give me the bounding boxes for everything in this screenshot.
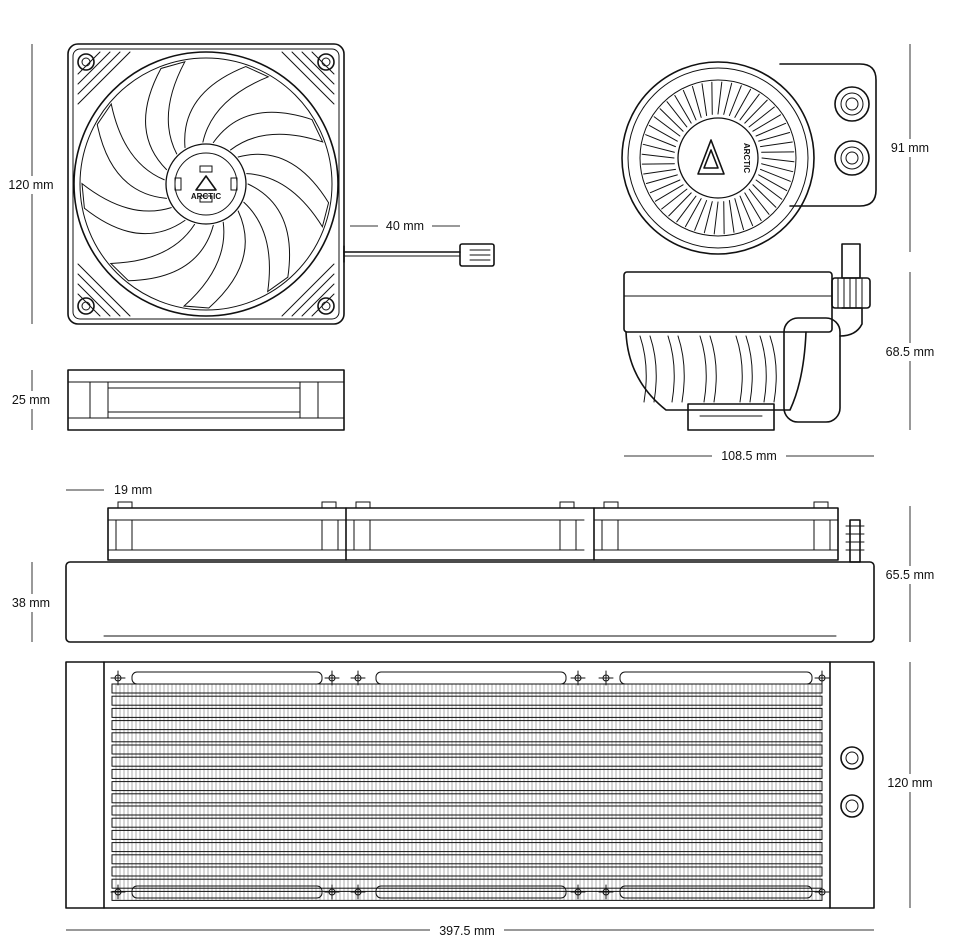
dim-pump-total-height-label: 68.5 mm [886,345,935,359]
dim-fan-height: 120 mm [4,44,58,324]
pump-port-bottom [834,140,870,176]
dim-pump-total-height: 68.5 mm [882,272,954,430]
dim-fan-thickness: 25 mm [4,370,58,430]
pump-top-view: ARCTIC [621,61,877,255]
radiator-port-top [840,746,864,770]
fan-side-view [67,369,345,431]
dim-radiator-thickness-label: 38 mm [12,596,50,610]
fan-connector [459,243,495,267]
dim-radiator-height: 120 mm [882,662,938,908]
dim-pump-width-label: 108.5 mm [721,449,777,463]
dim-radiator-with-fans-thickness: 65.5 mm [882,506,954,642]
radiator-fan-slots [131,671,813,899]
pump-side-fan-blades [639,335,777,403]
fan-front-view: ARCTIC [67,43,495,325]
dim-pump-block-height: 91 mm [884,44,934,252]
dim-pump-block-height-label: 91 mm [891,141,929,155]
radiator-front-view [65,661,875,909]
dim-fan-offset-label: 19 mm [114,483,152,497]
dim-fan-offset: 19 mm [66,483,152,497]
radiator-barb-fitting [849,519,861,563]
radiator-fins [111,683,823,901]
radiator-mount-holes [110,670,830,900]
fan-corner-grilles [77,51,335,317]
dim-radiator-thickness: 38 mm [4,562,58,642]
arctic-logo-icon [195,175,217,191]
dim-cable-length-label: 40 mm [386,219,424,233]
radiator-port-bottom [840,794,864,818]
radiator-side-view [65,501,875,643]
dim-cable-length: 40 mm [350,216,460,234]
dim-fan-thickness-label: 25 mm [12,393,50,407]
dim-pump-width: 108.5 mm [624,447,874,465]
pump-arctic-logo-icon [697,139,725,175]
pump-side-view [623,243,871,431]
fan-hub-logo: ARCTIC [191,192,221,201]
dim-radiator-height-label: 120 mm [887,776,932,790]
fan-blades [81,61,330,309]
dim-radiator-length: 397.5 mm [66,921,874,939]
dim-fan-height-label: 120 mm [8,178,53,192]
dim-radiator-with-fans-thickness-label: 65.5 mm [886,568,935,582]
radiator-fans-side [107,501,839,551]
dim-radiator-length-label: 397.5 mm [439,924,495,938]
pump-port-top [834,86,870,122]
pump-cap-logo: ARCTIC [742,143,751,173]
pump-cap-fins [641,81,795,235]
